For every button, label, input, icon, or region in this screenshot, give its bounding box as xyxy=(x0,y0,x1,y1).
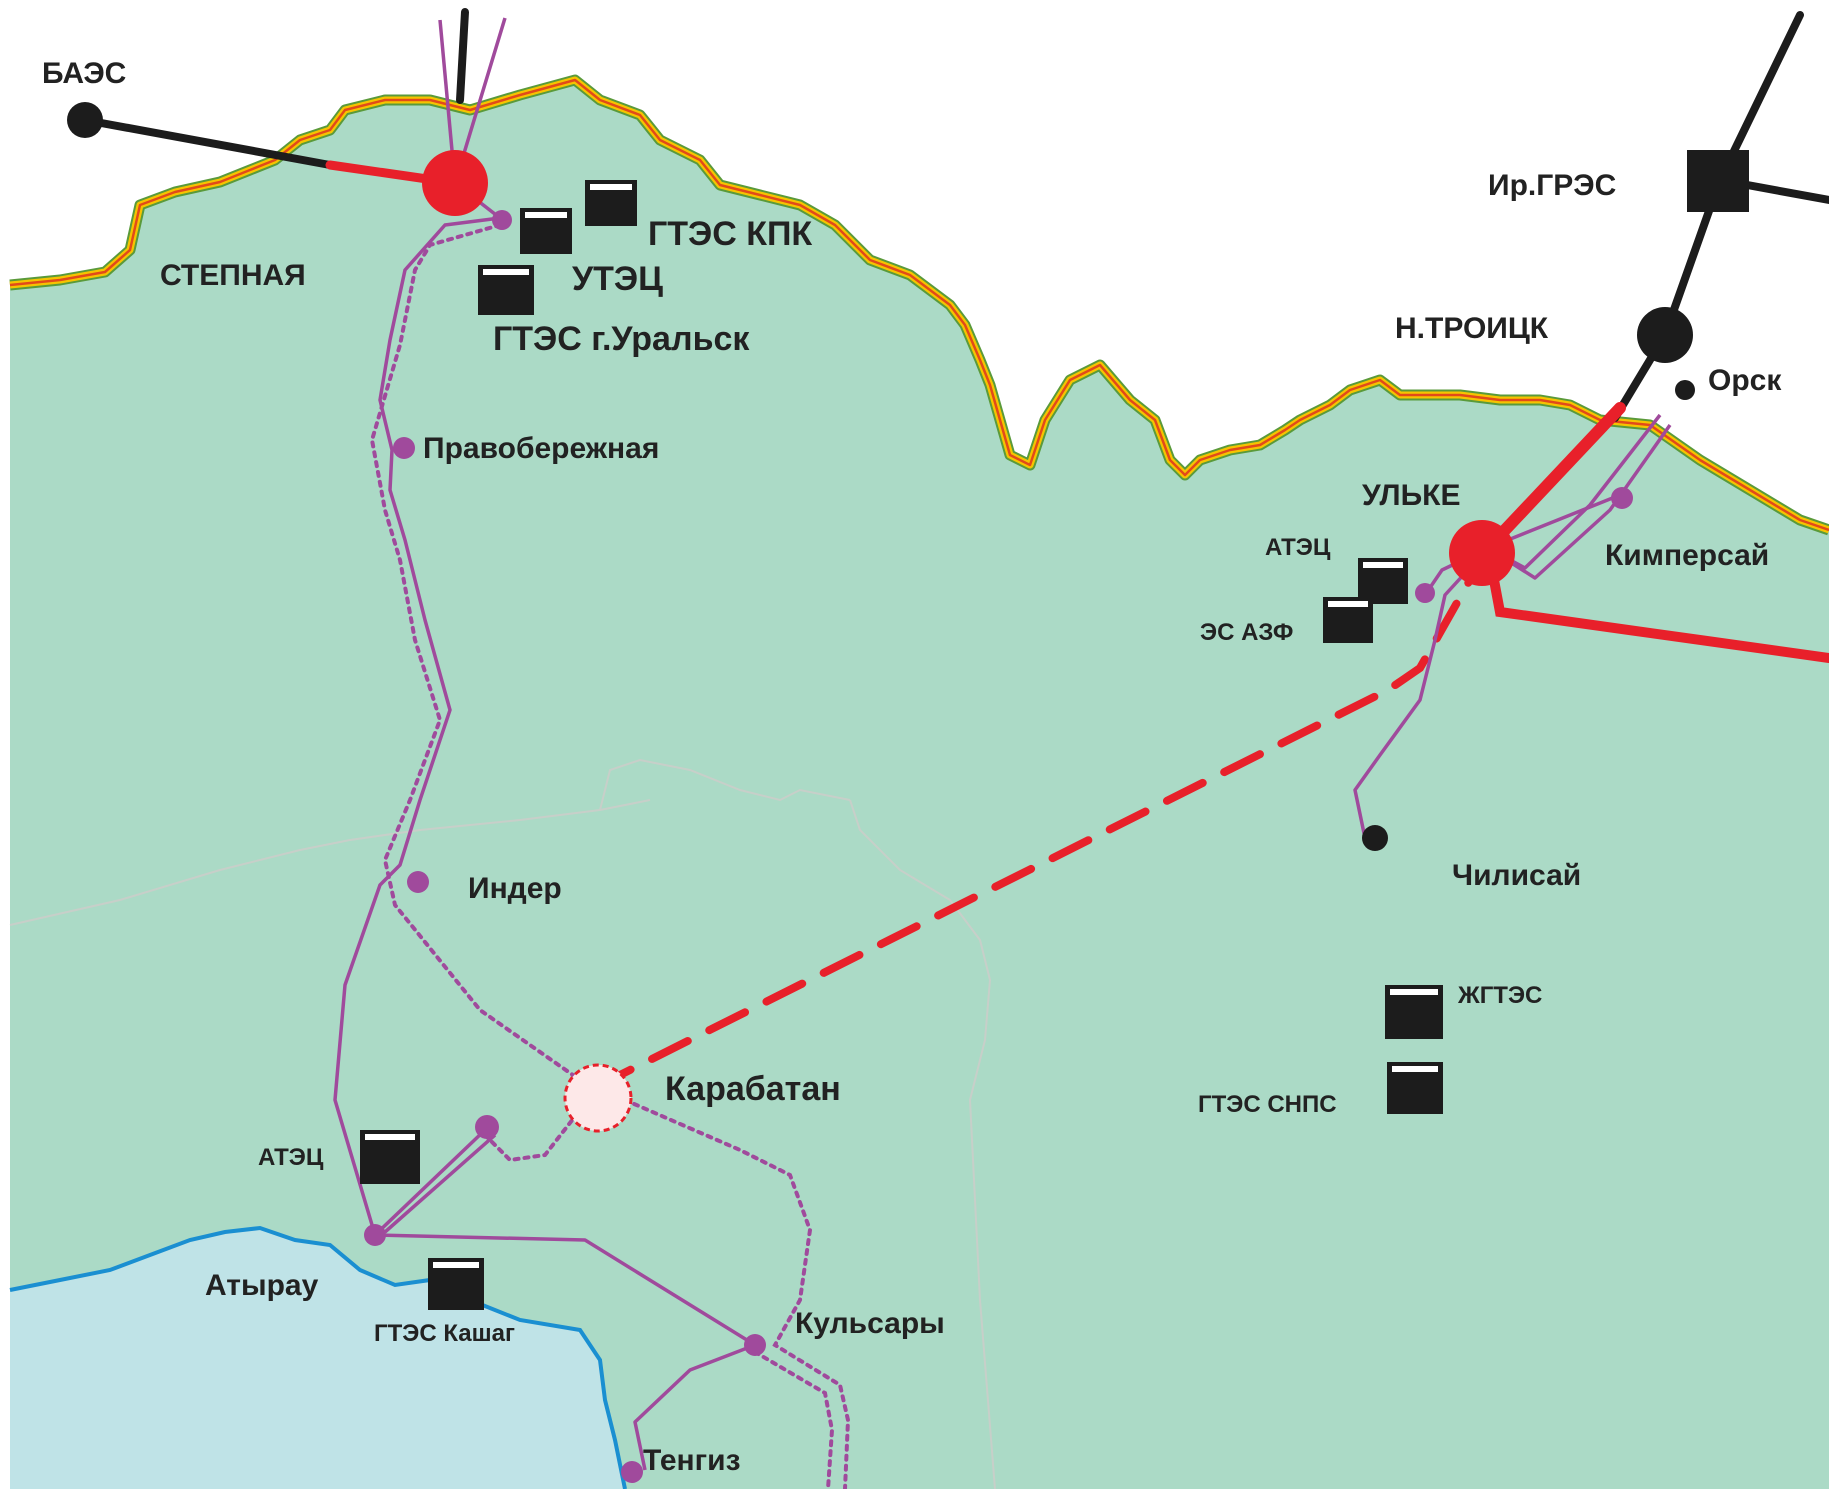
region-borders xyxy=(9,758,996,1489)
substation-icon xyxy=(492,210,512,230)
substation-icon xyxy=(744,1334,766,1356)
substation-icon xyxy=(407,871,429,893)
label-ir-gres: Ир.ГРЭС xyxy=(1488,169,1616,202)
substation-icon xyxy=(1611,487,1633,509)
label-ulke: УЛЬКЕ xyxy=(1362,479,1460,512)
substation-orsk-icon xyxy=(1675,380,1695,400)
map-labels: БАЭС СТЕПНАЯ ГТЭС КПК УТЭЦ ГТЭС г.Уральс… xyxy=(42,57,1782,1477)
lines-dotted xyxy=(369,223,851,1489)
label-baes: БАЭС xyxy=(42,57,126,90)
label-gtes-kashag: ГТЭС Кашаг xyxy=(374,1320,515,1347)
power-plant-icon xyxy=(1387,1062,1443,1114)
power-plant-icon xyxy=(478,265,534,315)
label-atec-aktobe: АТЭЦ xyxy=(1265,534,1331,561)
label-gtes-uralsk: ГТЭС г.Уральск xyxy=(493,320,750,358)
power-plants xyxy=(360,180,1443,1310)
lines-220kv xyxy=(333,17,1672,1471)
substation-icon xyxy=(393,437,415,459)
power-plant-icon xyxy=(1385,985,1443,1039)
label-atec-atyrau: АТЭЦ xyxy=(258,1144,324,1171)
label-chilisai: Чилисай xyxy=(1452,859,1581,892)
substation-icon xyxy=(475,1115,499,1139)
label-zhgtes: ЖГТЭС xyxy=(1457,982,1542,1009)
planned-substation-icon xyxy=(563,1063,633,1133)
substation-icon xyxy=(621,1461,643,1483)
substations-220kv xyxy=(364,210,1633,1483)
label-kimpersai: Кимперсай xyxy=(1605,539,1769,572)
coastline xyxy=(9,1225,627,1489)
label-pravoberezhnaya: Правобережная xyxy=(423,432,659,465)
label-atyrau: Атырау xyxy=(205,1269,319,1302)
label-gtes-snps: ГТЭС СНПС xyxy=(1198,1091,1337,1118)
foreign-substation-baes-icon xyxy=(67,102,103,138)
label-kulsary: Кульсары xyxy=(795,1307,945,1340)
substation-500kv-icon xyxy=(422,150,488,216)
label-es-azf: ЭС АЗФ xyxy=(1200,619,1293,646)
power-plant-icon xyxy=(585,180,637,226)
label-gtes-kpk: ГТЭС КПК xyxy=(648,215,812,253)
power-plant-icon xyxy=(360,1130,420,1184)
label-utec: УТЭЦ xyxy=(572,260,663,298)
substation-icon xyxy=(364,1224,386,1246)
label-orsk: Орск xyxy=(1708,364,1782,397)
substation-500kv-icon xyxy=(1449,520,1515,586)
label-n-troick: Н.ТРОИЦК xyxy=(1395,312,1549,345)
land-area xyxy=(10,80,1829,1489)
power-plant-icon xyxy=(1323,597,1373,643)
power-plant-icon xyxy=(1358,558,1408,604)
foreign-power-plant-icon xyxy=(1687,150,1749,212)
caspian-sea xyxy=(10,1228,625,1489)
state-border xyxy=(9,74,1829,536)
power-plant-icon xyxy=(428,1258,484,1310)
power-plant-icon xyxy=(520,208,572,254)
label-stepnaya: СТЕПНАЯ xyxy=(160,259,306,292)
substation-n-troick-icon xyxy=(1637,307,1693,363)
label-inder: Индер xyxy=(468,872,562,905)
label-karabatan: Карабатан xyxy=(665,1070,841,1108)
substation-icon xyxy=(1415,583,1435,603)
label-tengiz: Тенгиз xyxy=(643,1444,741,1477)
substation-chilisai-icon xyxy=(1362,825,1388,851)
